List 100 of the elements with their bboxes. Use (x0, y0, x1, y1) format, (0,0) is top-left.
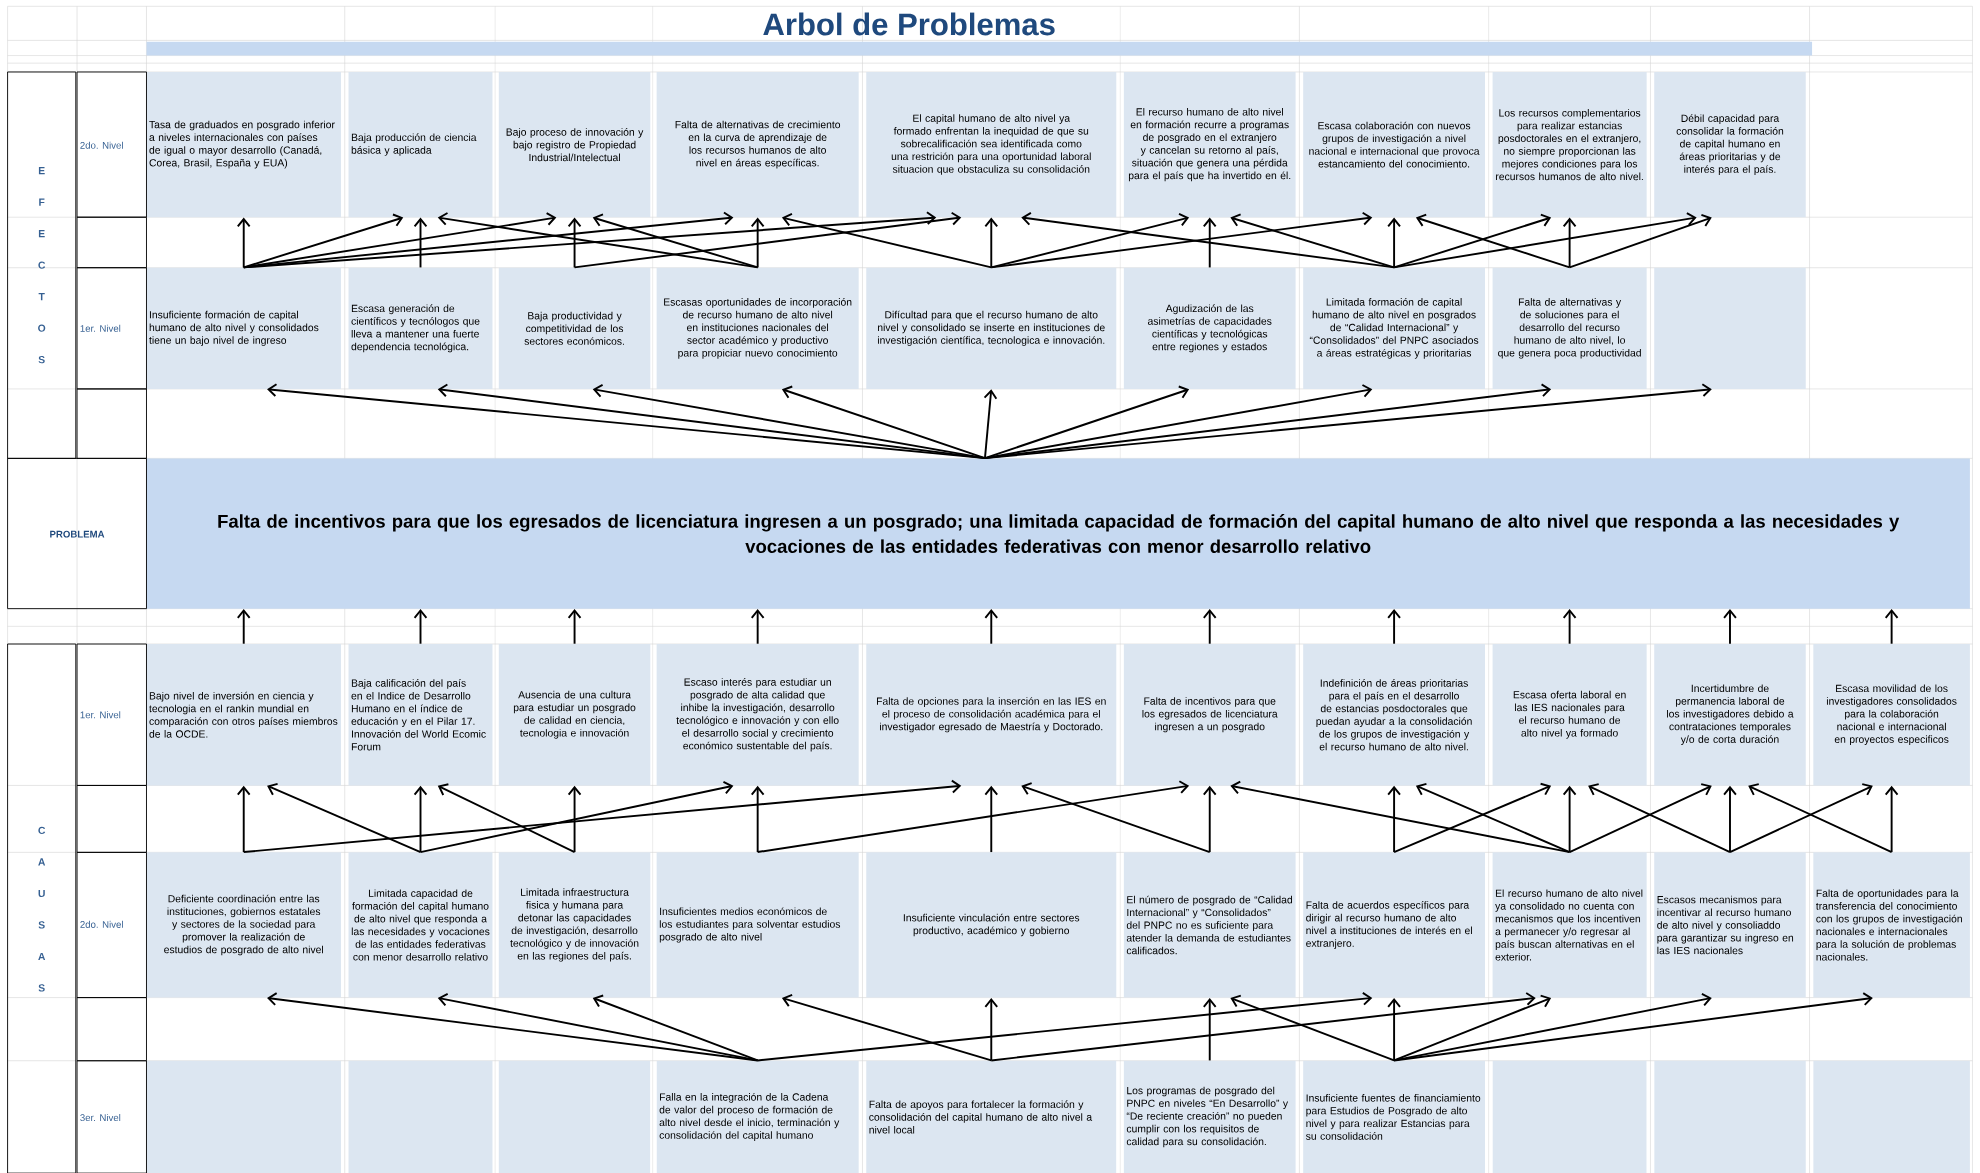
cause-box: Limitada capacidad de formación del capital humano de alto nivel que responda a las necesidades y vocaciones de las entidades federativas con menor desarrollo relativo (348, 852, 493, 998)
arrow (1723, 608, 1737, 645)
arrow (1202, 997, 1217, 1062)
empty-box (1654, 267, 1806, 389)
effect-box: Tasa de graduados en posgrado inferior a niveles internacionales con países de igual o mayor desarrollo (Canadá, Corea, Brasil, España y EUA) (146, 71, 341, 218)
cause-box: Los programas de posgrado del PNPC en niveles “En Desarrollo” y “De reciente creación” no pueden cumplir con los requisitos de calidad para su consolidación. (1123, 1060, 1296, 1173)
arrow (242, 211, 937, 269)
effect-box: Escasa generación de científicos y tecnólogos que lleva a mantener una fuerte dependencia tecnológica. (348, 267, 493, 389)
arrow (984, 385, 1190, 459)
arrow (1748, 783, 1893, 853)
empty-box (1492, 1060, 1647, 1173)
arrow (567, 217, 582, 269)
arrow (1562, 608, 1577, 645)
cause-box: Falla en la integración de la Cadena de valor del proceso de formación de alto nivel desde el inicio, terminación y consolidación del capital humano (656, 1060, 859, 1173)
arrow (1387, 997, 1401, 1062)
arrow (413, 217, 428, 269)
effect-box: Falta de alternativas y de soluciones para el desarrollo del recurso humano de alto nivel, lo que genera poca productividad (1492, 267, 1647, 389)
arrow (1230, 780, 1571, 853)
level-label: 2do. Nivel (76, 71, 147, 218)
effect-box: Escasa colaboración con nuevos grupos de investigación a nivel nacional e internacional que provoca estancamiento del conocimiento. (1303, 71, 1485, 218)
effect-box: Débil capacidad para consolidar la formación de capital humano en áreas prioritarias y de interés para el país. (1654, 71, 1806, 218)
arrow (236, 785, 251, 853)
effect-box: Baja productividad y competitividad de los sectores económicos. (498, 267, 651, 389)
arrow (990, 992, 1536, 1062)
arrow (242, 213, 404, 269)
arrow (592, 213, 759, 269)
arrow (750, 217, 765, 269)
cause-box: Escaso interés para estudiar un posgrado de alta calidad que inhibe la investigación, desarrollo tecnológico e innovación y con ello el desarrollo social y crecimiento económico sustentable del país. (656, 643, 859, 786)
arrow (984, 217, 999, 269)
arrow (1415, 782, 1571, 853)
arrow (984, 383, 1712, 459)
cause-box: Bajo nivel de inversión en ciencia y tecnologia en el rankin mundial en comparación con otros países miembros de la OCDE. (146, 643, 341, 786)
cause-box: Falta de opciones para la inserción en las IES en el proceso de consolidación académica para el investigador egresado de Maestría y Doctorado. (866, 643, 1117, 786)
cause-box: Escasa oferta laboral en las IES nacionales para el recurso humano de alto nivel ya formado (1492, 643, 1647, 786)
arrow (984, 997, 999, 1062)
arrow (592, 383, 986, 459)
arrow (1393, 994, 1552, 1062)
level-label: 1er. Nivel (76, 267, 147, 390)
arrow (983, 389, 998, 459)
row-label: PROBLEMA (7, 457, 147, 610)
arrow (1393, 992, 1873, 1062)
arrow (1393, 212, 1697, 269)
cause-box: Escasos mecanismos para incentivar al recurso humano de alto nivel y consoliaddo para garantizar su ingreso en las IES nacionales (1654, 852, 1806, 998)
title: Arbol de Problemas (763, 12, 1055, 36)
level-label: 3er. Nivel (76, 1060, 147, 1173)
arrow (984, 608, 999, 645)
arrow (592, 994, 759, 1062)
cause-box: El número de posgrado de “Calidad Internacional” y “Consolidados” del PNPC no es suficiente para atender la demanda de estudiantes calificados. (1123, 852, 1296, 998)
cause-box: Ausencia de una cultura para estudiar un posgrado de calidad en ciencia, tecnologia e innovación (498, 643, 651, 786)
cause-box: Incertidumbre de permanencia laboral de los investigadores debido a contrataciones temporales y/o de corta duración (1654, 643, 1806, 786)
arrow (1723, 785, 1737, 853)
cause-box: Escasa movilidad de los investigadores consolidados para la colaboración nacional e internacional en proyectos especificos (1813, 643, 1970, 786)
arrow (419, 780, 734, 853)
arrow (573, 211, 962, 269)
arrow (1884, 785, 1899, 853)
arrow (267, 782, 422, 853)
effect-box: El capital humano de alto nivel ya formado enfrentan la inequidad de que su sobrecalificación sea identificada como una restrición para una oportunidad laboral situacion que obstaculiza su consolidación (866, 71, 1117, 218)
arrow (567, 785, 582, 853)
arrow (984, 785, 999, 853)
arrow (1021, 782, 1211, 853)
cause-box: Falta de oportunidades para la transferencia del conocimiento con los grupos de investigación nacionales e internacionales para la solución de problemas nacionales. (1813, 852, 1970, 998)
cause-box: Limitada infraestructura fisica y humana para detonar las capacidades de investigación, desarrollo tecnológico y de innovación en las regiones del país. (498, 852, 651, 998)
arrow (1387, 608, 1401, 645)
arrow (1568, 783, 1712, 853)
empty-box (1813, 1060, 1970, 1173)
effect-box: Bajo proceso de innovación y bajo registro de Propiedad Industrial/Intelectual (498, 71, 651, 218)
cause-box: Falta de incentivos para que los egresados de licenciatura ingresen a un posgrado (1123, 643, 1296, 786)
empty-box (1654, 1060, 1806, 1173)
arrow (1202, 608, 1217, 645)
arrow (437, 783, 576, 853)
arrow (1415, 213, 1571, 269)
arrow (1393, 782, 1552, 853)
arrow (1884, 608, 1899, 645)
section-label: C A U S A S (7, 643, 77, 1173)
arrow (750, 608, 765, 645)
arrow (1729, 783, 1873, 853)
arrow (1562, 217, 1577, 269)
arrow (242, 779, 962, 853)
arrow (1562, 785, 1577, 853)
arrow (1202, 785, 1217, 853)
arrow (756, 991, 1373, 1062)
cause-box: Insuficientes medios económicos de los estudiantes para solventar estudios posgrado de alto nivel (656, 852, 859, 998)
cause-box: Indefinición de áreas prioritarias para el país en el desarrollo de estancias posdoctorales que puedan ayudar a la consolidación de los grupos de investigación y el recurso humano de alto nivel. (1303, 643, 1485, 786)
cause-box: Insuficiente fuentes de financiamiento para Estudios de Posgrado de alto nivel y para realizar Estancias para su consolidación (1303, 1060, 1485, 1173)
arrow (236, 217, 251, 269)
empty-box (348, 1060, 493, 1173)
arrow (781, 385, 986, 459)
arrow (567, 608, 582, 645)
arrow (756, 780, 1190, 853)
cause-box: Falta de apoyos para fortalecer la formación y consolidación del capital humano de alto nivel a nivel local (866, 1060, 1117, 1173)
cause-box: Baja calificación del país en el Indice de Desarrollo Humano en el índice de educación y en el Pilar 17. Innovación del World Ecomic Forum (348, 643, 493, 786)
problem-box: Falta de incentivos para que los egresados de licenciatura ingresen a un posgrado; una limitada capacidad de formación del capital humano de alto nivel que responda a las necesidades y vocaciones de las entidades federativas con menor desarrollo relativo (146, 458, 1970, 609)
arrow (413, 608, 428, 645)
effect-box: Falta de alternativas de crecimiento en la curva de aprendizaje de los recursos humanos de alto nivel en áreas específicas. (656, 71, 859, 218)
effect-box: El recurso humano de alto nivel en formación recurre a programas de posgrado en el extranjero y cancelan su retorno al país, situación que genera una pérdida para el país que ha invertido en él. (1123, 71, 1296, 218)
cause-box: Insuficiente vinculación entre sectores productivo, académico y gobierno (866, 852, 1117, 998)
cause-box: Deficiente coordinación entre las instituciones, gobiernos estatales y sectores de la sociedad para promover la realización de estudios de posgrado de alto nivel (146, 852, 341, 998)
arrow (781, 993, 993, 1062)
effect-box: Difícultad para que el recurso humano de alto nivel y consolidado se inserte en instituciones de investigación científica, tecnologica e innovación. (866, 267, 1117, 389)
arrow (1202, 217, 1217, 269)
